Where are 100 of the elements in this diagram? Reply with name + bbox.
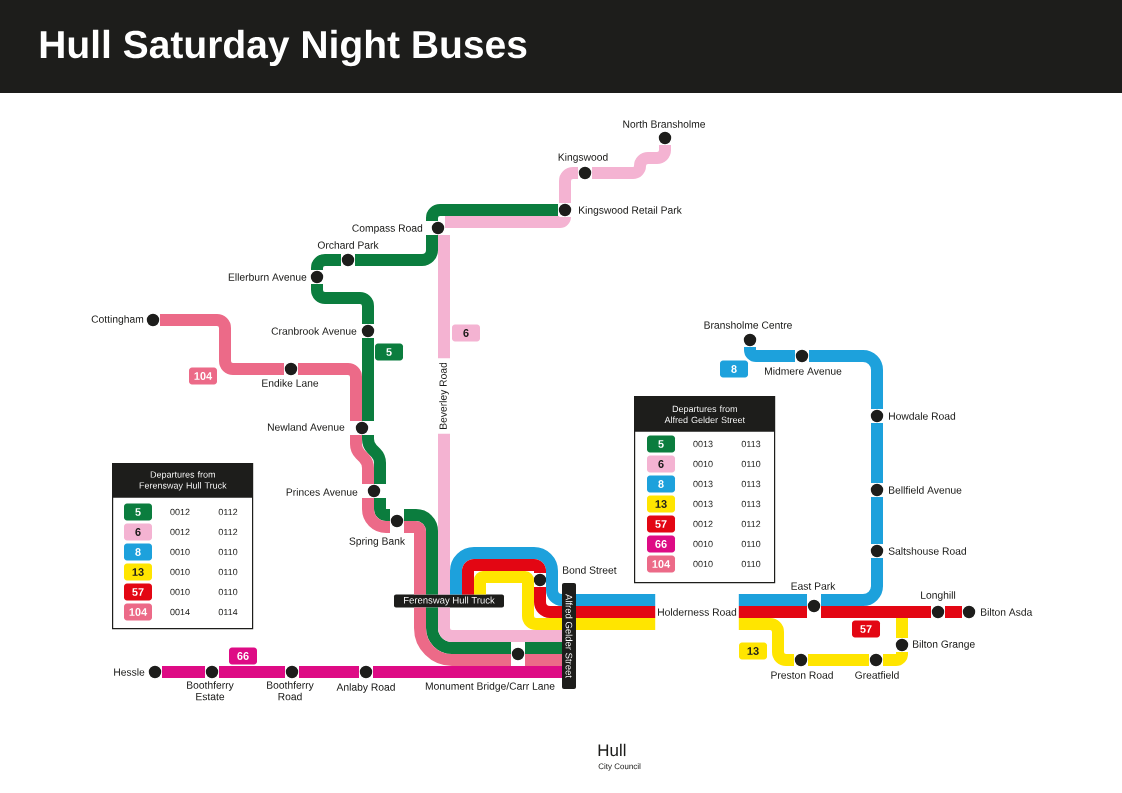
route-line bbox=[362, 338, 374, 421]
stop-name: Howdale Road bbox=[889, 412, 956, 420]
stop-name: Orchard Park bbox=[317, 241, 379, 249]
stop-name: Ellerburn Avenue bbox=[228, 273, 307, 281]
route-line bbox=[576, 618, 656, 630]
route-line bbox=[809, 350, 883, 409]
route-line bbox=[160, 314, 284, 375]
route-line bbox=[945, 606, 962, 618]
council-name: City Council bbox=[598, 763, 641, 771]
departure-time: 0010 bbox=[170, 568, 190, 576]
route-line bbox=[219, 666, 285, 678]
route-badge: 57 bbox=[852, 620, 880, 638]
departure-time: 0110 bbox=[741, 540, 761, 548]
stop-name: Bransholme Centre bbox=[704, 321, 792, 329]
node-label: 66 bbox=[237, 652, 249, 660]
route-line bbox=[162, 666, 205, 678]
council-name: Hull bbox=[598, 743, 626, 757]
stop-name: Kingswood Retail Park bbox=[579, 206, 682, 216]
road-name: Holderness Road bbox=[658, 608, 737, 616]
route-badge: 5 bbox=[647, 435, 675, 453]
route-line bbox=[871, 497, 883, 544]
route-line bbox=[738, 606, 807, 618]
route-line bbox=[426, 204, 558, 224]
route-line bbox=[896, 618, 908, 638]
route-line bbox=[525, 642, 562, 654]
stop-name: Boothferry Estate bbox=[187, 681, 234, 701]
departure-time: 0012 bbox=[693, 520, 713, 528]
stop-name: Saltshouse Road bbox=[888, 547, 966, 555]
route-badge: 104 bbox=[124, 603, 152, 621]
departure-time: 0110 bbox=[218, 568, 238, 576]
route-line bbox=[414, 607, 511, 666]
departure-time: 0112 bbox=[741, 520, 761, 528]
stop-name: Hessle bbox=[114, 668, 145, 676]
route-line bbox=[374, 498, 392, 521]
departure-time: 0114 bbox=[218, 608, 238, 616]
route-line bbox=[576, 606, 656, 618]
route-badge: 104 bbox=[647, 555, 675, 573]
route-badge: 13 bbox=[739, 642, 767, 660]
route-badge: 13 bbox=[647, 495, 675, 513]
departure-time: 0012 bbox=[170, 508, 190, 516]
title: Hull Saturday Night Buses bbox=[40, 29, 527, 67]
route-line bbox=[373, 666, 562, 678]
route-badge: 8 bbox=[124, 543, 152, 561]
stop-name: Bilton Asda bbox=[981, 608, 1033, 616]
route-badge: 8 bbox=[647, 475, 675, 493]
departure-time: 0013 bbox=[693, 480, 713, 488]
departure-time: 0112 bbox=[218, 508, 238, 516]
stop-name: Princes Avenue bbox=[286, 488, 358, 496]
route-badge: 6 bbox=[452, 324, 480, 342]
route-badge: 6 bbox=[124, 523, 152, 541]
route-line bbox=[299, 666, 359, 678]
route-badge: 66 bbox=[647, 535, 675, 553]
departure-time: 0113 bbox=[741, 480, 761, 488]
stop-label: Alfred Gelder Street bbox=[562, 583, 576, 689]
stop-name: Spring Bank bbox=[349, 537, 406, 547]
route-line bbox=[445, 215, 571, 228]
stop-name: Compass Road bbox=[352, 224, 423, 234]
route-line bbox=[438, 433, 450, 595]
route-line bbox=[404, 509, 438, 595]
route-badge: 6 bbox=[647, 455, 675, 473]
route-line bbox=[350, 435, 374, 484]
departure-time: 0110 bbox=[218, 588, 238, 596]
departure-time: 0110 bbox=[741, 560, 761, 568]
route-badge: 57 bbox=[124, 583, 152, 601]
stop-name: Cranbrook Avenue bbox=[271, 327, 357, 335]
stop-name: Kingswood bbox=[558, 153, 608, 163]
departure-time: 0110 bbox=[218, 548, 238, 556]
node-label: 57 bbox=[860, 625, 872, 633]
stop-name: Cottingham bbox=[91, 315, 144, 325]
route-line bbox=[871, 423, 883, 483]
departure-time: 0010 bbox=[693, 460, 713, 468]
route-line bbox=[450, 547, 563, 606]
route-line bbox=[559, 167, 579, 203]
route-badge: 5 bbox=[375, 343, 403, 361]
departure-time: 0110 bbox=[741, 460, 761, 468]
stop-label: Ferensway Hull Truck bbox=[394, 594, 504, 608]
departure-time: 0010 bbox=[170, 588, 190, 596]
stop-name: Longhill bbox=[921, 591, 956, 601]
departure-time: 0012 bbox=[170, 528, 190, 536]
node-label: 6 bbox=[463, 329, 469, 337]
stop-name: Bilton Grange bbox=[913, 640, 975, 650]
table-header: Departures from Ferensway Hull Truck bbox=[112, 463, 253, 498]
stop-name: Newland Avenue bbox=[267, 423, 345, 431]
stop-name: Monument Bridge/Carr Lane bbox=[425, 682, 555, 692]
node-label: 5 bbox=[386, 348, 392, 356]
departure-time: 0013 bbox=[693, 500, 713, 508]
route-badge: 104 bbox=[189, 367, 217, 385]
route-line bbox=[525, 654, 562, 666]
route-line bbox=[744, 344, 795, 362]
route-line bbox=[738, 618, 794, 666]
stop-name: North Bransholme bbox=[623, 120, 706, 128]
route-line bbox=[426, 607, 511, 654]
route-line bbox=[821, 558, 883, 606]
route-line bbox=[821, 606, 931, 618]
departure-time: 0013 bbox=[693, 440, 713, 448]
departure-time: 0010 bbox=[170, 548, 190, 556]
departure-time: 0112 bbox=[218, 528, 238, 536]
departure-time: 0113 bbox=[741, 500, 761, 508]
route-line bbox=[534, 587, 562, 618]
route-line bbox=[438, 235, 450, 359]
